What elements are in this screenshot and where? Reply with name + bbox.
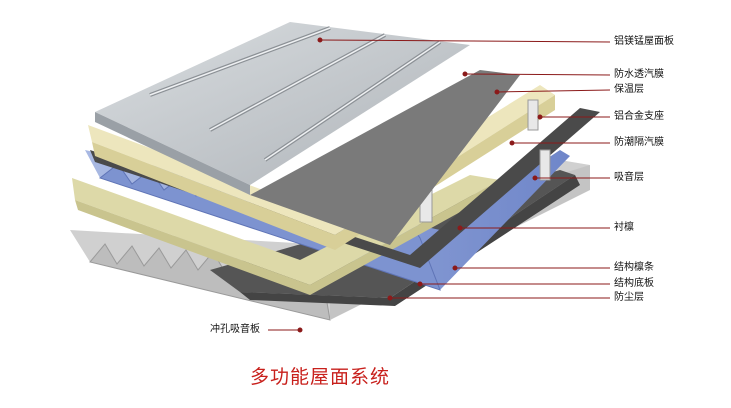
layer-label: 铝镁锰屋面板 (614, 36, 674, 47)
roof-panel-layer (95, 22, 470, 195)
layer-label: 结构底板 (614, 278, 654, 289)
leader-dot (417, 281, 423, 287)
leader-lines (268, 37, 611, 333)
layer-label: 衬檩 (614, 222, 634, 233)
layer-label: 冲孔吸音板 (210, 324, 260, 335)
layer-label: 吸音层 (614, 172, 644, 183)
leader-dot (457, 225, 463, 231)
leader-dot (297, 327, 303, 333)
layer-label: 防水透汽膜 (614, 69, 664, 80)
leader-dot (452, 265, 458, 271)
leader-dot (317, 37, 323, 43)
layer-label: 防潮隔汽膜 (614, 137, 664, 148)
leader-dot (537, 114, 543, 120)
sound-absorb-layer (72, 175, 500, 295)
waterproof-membrane-layer (250, 70, 520, 245)
leader-line (319, 39, 611, 43)
diagram-title: 多功能屋面系统 (249, 366, 390, 388)
leader-dot (387, 295, 393, 301)
leader-line (464, 73, 611, 76)
layer-label: 保温层 (614, 84, 644, 95)
leader-line (496, 89, 611, 93)
leader-dot (494, 89, 500, 95)
leader-dot (532, 175, 538, 181)
layer-label: 防尘层 (614, 292, 644, 303)
leader-dot (462, 71, 468, 77)
layer-label: 铝合金支座 (614, 111, 664, 122)
layer-label: 结构檩条 (614, 262, 654, 273)
leader-dot (509, 140, 515, 146)
